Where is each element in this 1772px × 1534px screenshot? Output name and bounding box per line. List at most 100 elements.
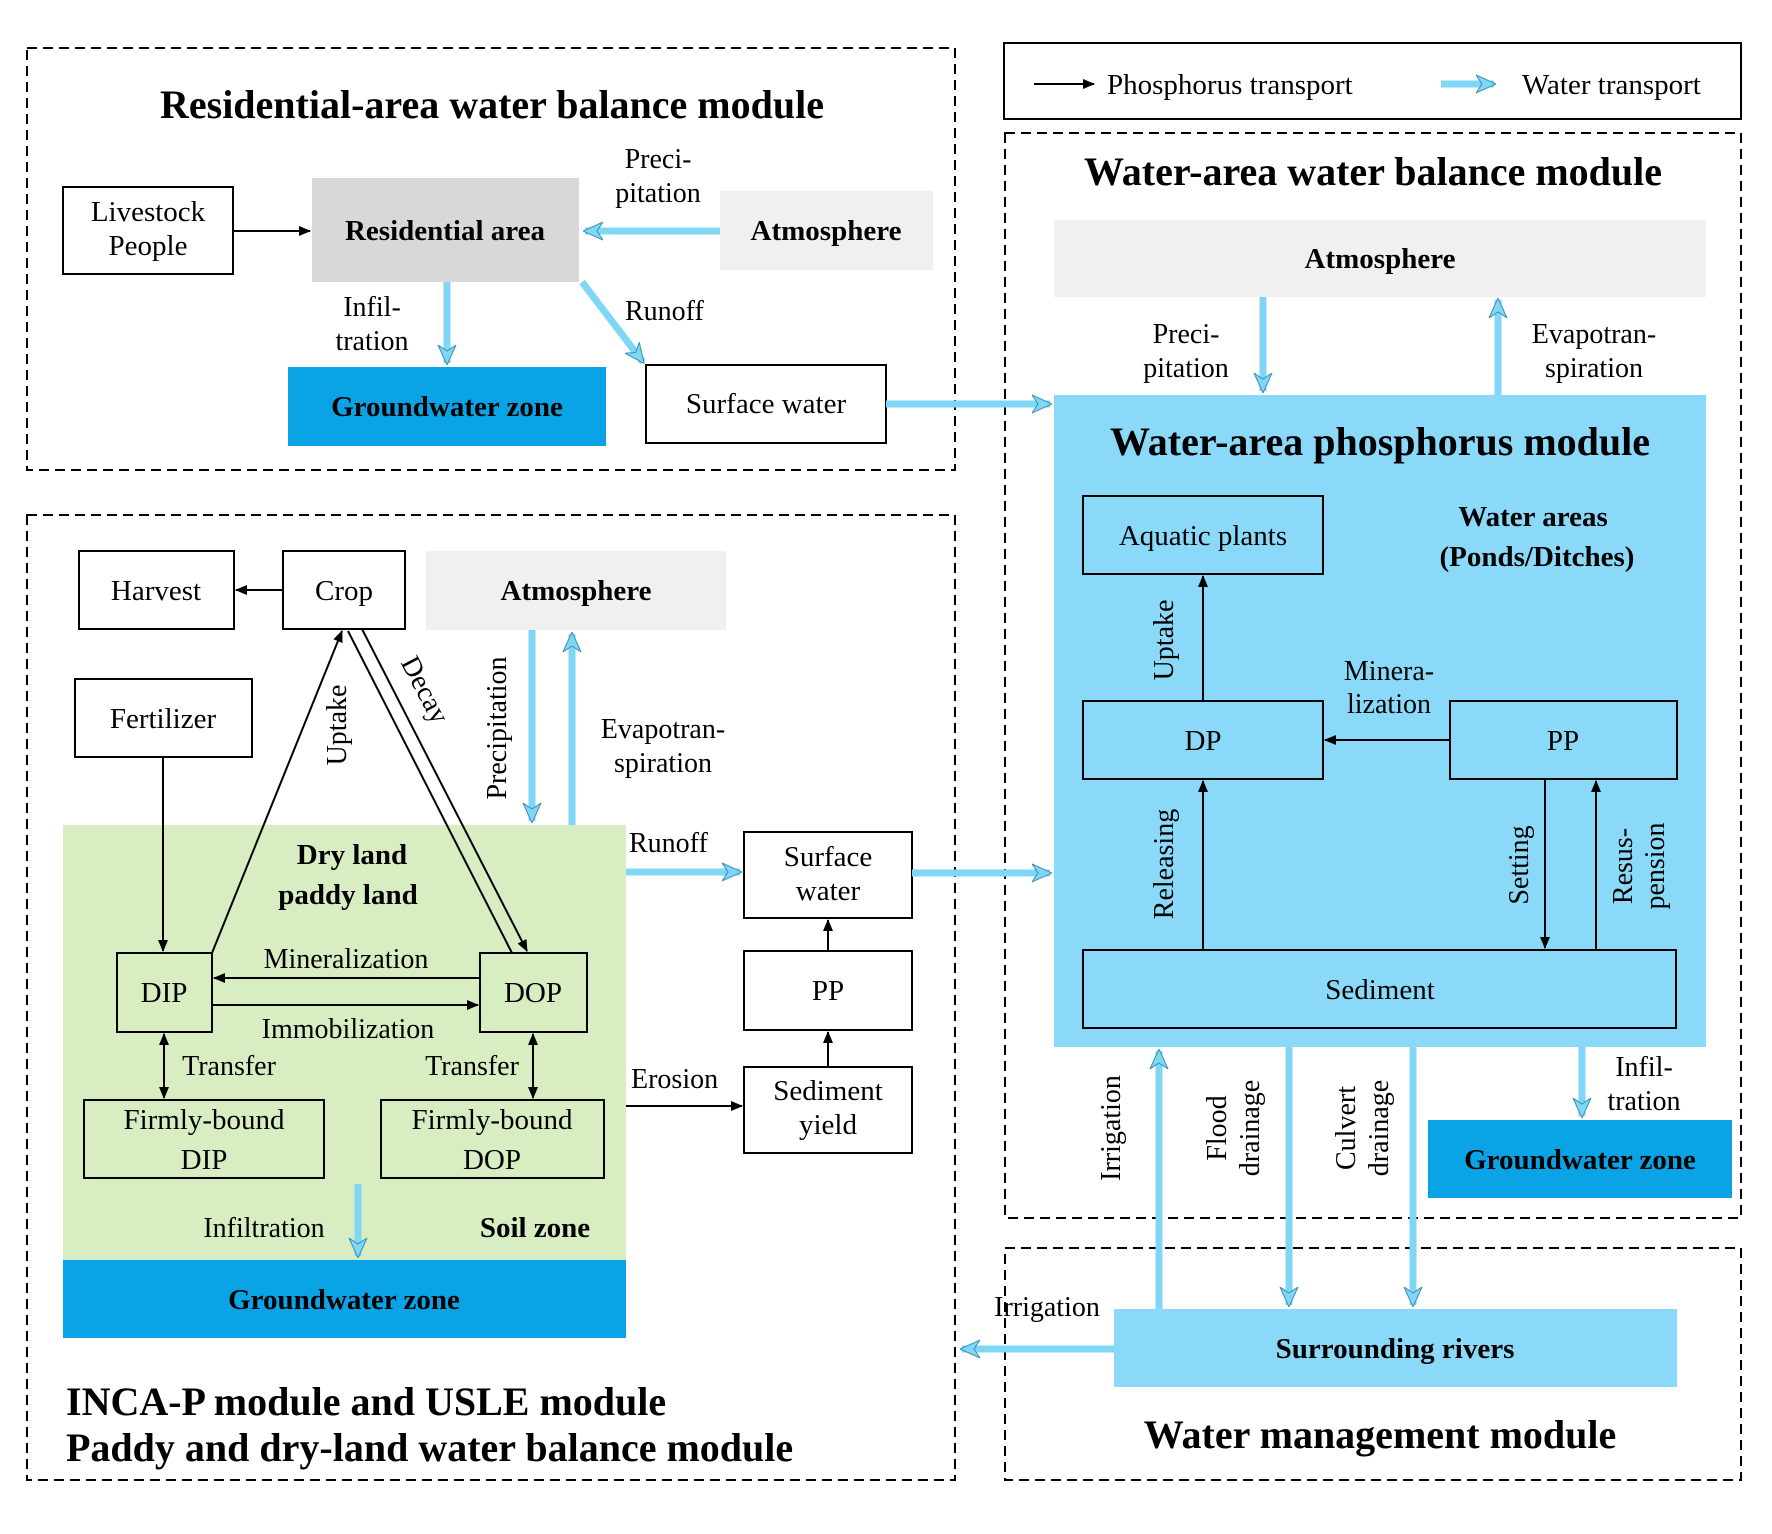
soil-zone-label: Soil zone bbox=[480, 1212, 590, 1244]
residential-infil-label-1: Infil- bbox=[343, 292, 401, 323]
inca-atmosphere-box bbox=[426, 551, 726, 630]
inca-groundwater-label: Groundwater zone bbox=[228, 1284, 460, 1316]
residential-infil-label-2: tration bbox=[335, 326, 408, 357]
inca-evap-label-2: spiration bbox=[614, 748, 712, 779]
dop-box bbox=[479, 952, 588, 1033]
harvest-box bbox=[78, 550, 235, 630]
residential-runoff-arrow bbox=[579, 279, 646, 362]
fertilizer-box bbox=[74, 678, 253, 758]
inca-module-frame bbox=[26, 514, 956, 1481]
resuspension-label-2: pension bbox=[1640, 822, 1671, 909]
water-areas-label-1: Water areas bbox=[1458, 501, 1608, 533]
sediment-label: Sediment bbox=[1325, 974, 1435, 1006]
irrigation-vertical-label: Irrigation bbox=[1096, 1075, 1127, 1181]
crop-to-dop-decay-arrow-a bbox=[347, 630, 513, 954]
legend-water-label: Water transport bbox=[1522, 69, 1701, 101]
culvert-drainage-label-1: Culvert bbox=[1331, 1086, 1362, 1170]
immobilization-label: Immobilization bbox=[262, 1014, 435, 1045]
flood-drainage-label-2: drainage bbox=[1235, 1080, 1266, 1176]
residential-atmosphere-label: Atmosphere bbox=[751, 215, 902, 247]
people-label: People bbox=[109, 230, 188, 262]
water-uptake-label: Uptake bbox=[1149, 600, 1180, 681]
aquatic-plants-label: Aquatic plants bbox=[1119, 520, 1287, 552]
management-module-title: Water management module bbox=[1144, 1412, 1617, 1457]
dip-box bbox=[116, 952, 213, 1033]
residential-module-frame bbox=[26, 47, 956, 471]
residential-runoff-label: Runoff bbox=[625, 296, 704, 327]
fertilizer-label: Fertilizer bbox=[110, 703, 217, 735]
residential-precip-label-2: pitation bbox=[615, 178, 701, 209]
water-area-infil-label-2: tration bbox=[1607, 1086, 1680, 1117]
land-label-2: paddy land bbox=[278, 879, 417, 911]
inca-pp-label: PP bbox=[812, 975, 844, 1007]
dip-to-crop-uptake-arrow bbox=[211, 630, 343, 954]
surrounding-rivers-box bbox=[1114, 1309, 1677, 1387]
legend-phosphorus-label: Phosphorus transport bbox=[1107, 69, 1353, 101]
decay-label: Decay bbox=[394, 651, 455, 729]
inca-module-title-2: Paddy and dry-land water balance module bbox=[66, 1425, 793, 1470]
firm-dop-label-2: DOP bbox=[463, 1144, 521, 1176]
inca-precipitation-label: Precipitation bbox=[482, 656, 513, 799]
residential-atmosphere-box bbox=[720, 191, 933, 270]
dip-label: DIP bbox=[141, 977, 188, 1009]
crop-box bbox=[282, 550, 406, 630]
sediment-yield-label-1: Sediment bbox=[773, 1075, 883, 1107]
culvert-drainage-label-2: drainage bbox=[1364, 1080, 1395, 1176]
transfer-left-label: Transfer bbox=[182, 1051, 277, 1082]
setting-label: Setting bbox=[1504, 825, 1535, 904]
inca-pp-box bbox=[743, 950, 913, 1031]
residential-area-box bbox=[312, 178, 579, 282]
water-area-evap-label-1: Evapotran- bbox=[1532, 319, 1656, 350]
residential-module-title: Residential-area water balance module bbox=[160, 82, 824, 127]
water-area-module-title: Water-area water balance module bbox=[1084, 149, 1662, 194]
water-area-atmosphere-box bbox=[1054, 220, 1706, 297]
firm-dip-label-1: Firmly-bound bbox=[123, 1104, 285, 1136]
water-area-evap-label-2: spiration bbox=[1545, 353, 1643, 384]
residential-groundwater-label: Groundwater zone bbox=[331, 391, 563, 423]
irrigation-horizontal-label: Irrigation bbox=[994, 1292, 1100, 1323]
sediment-box bbox=[1082, 949, 1677, 1029]
water-areas-label-2: (Ponds/Ditches) bbox=[1440, 541, 1635, 573]
inca-infiltration-label: Infiltration bbox=[203, 1213, 324, 1244]
crop-label: Crop bbox=[315, 575, 373, 607]
transfer-right-label: Transfer bbox=[425, 1051, 520, 1082]
surrounding-rivers-label: Surrounding rivers bbox=[1276, 1333, 1515, 1365]
firm-dop-box bbox=[380, 1099, 605, 1179]
sediment-yield-label-2: yield bbox=[799, 1109, 857, 1141]
legend: Phosphorus transport Water transport bbox=[1003, 42, 1742, 120]
water-dp-box bbox=[1082, 700, 1324, 780]
residential-precip-label-1: Preci- bbox=[625, 144, 692, 175]
water-area-groundwater-label: Groundwater zone bbox=[1464, 1144, 1696, 1176]
firm-dip-label-2: DIP bbox=[181, 1144, 228, 1176]
water-dp-label: DP bbox=[1184, 725, 1221, 757]
water-area-groundwater-box bbox=[1428, 1120, 1732, 1198]
inca-evap-label-1: Evapotran- bbox=[601, 714, 725, 745]
inca-surface-water-box bbox=[743, 831, 913, 919]
water-area-infil-label-1: Infil- bbox=[1615, 1052, 1673, 1083]
erosion-label: Erosion bbox=[631, 1064, 718, 1095]
water-area-precip-label-1: Preci- bbox=[1153, 319, 1220, 350]
residential-area-label: Residential area bbox=[345, 215, 546, 247]
releasing-label: Releasing bbox=[1149, 809, 1180, 919]
water-area-module-frame bbox=[1004, 132, 1742, 1219]
management-module-frame bbox=[1004, 1247, 1742, 1481]
firm-dop-label-1: Firmly-bound bbox=[411, 1104, 573, 1136]
water-area-phosphorus-title: Water-area phosphorus module bbox=[1110, 419, 1650, 464]
harvest-label: Harvest bbox=[111, 575, 201, 607]
water-mineralization-label-1: Minera- bbox=[1344, 656, 1434, 687]
inca-runoff-label: Runoff bbox=[629, 828, 708, 859]
dop-label: DOP bbox=[504, 977, 562, 1009]
inca-uptake-label: Uptake bbox=[322, 685, 353, 766]
residential-surface-water-label: Surface water bbox=[686, 388, 847, 420]
aquatic-plants-box bbox=[1082, 495, 1324, 575]
firm-dip-box bbox=[83, 1099, 325, 1179]
flood-drainage-label-1: Flood bbox=[1202, 1095, 1233, 1160]
inca-groundwater-box bbox=[63, 1260, 626, 1338]
inca-surface-water-label-1: Surface bbox=[784, 841, 873, 873]
water-pp-label: PP bbox=[1547, 725, 1579, 757]
water-area-atmosphere-label: Atmosphere bbox=[1305, 243, 1456, 275]
inca-atmosphere-label: Atmosphere bbox=[501, 575, 652, 607]
resuspension-label-1: Resus- bbox=[1608, 828, 1639, 904]
land-label-1: Dry land bbox=[297, 839, 407, 871]
